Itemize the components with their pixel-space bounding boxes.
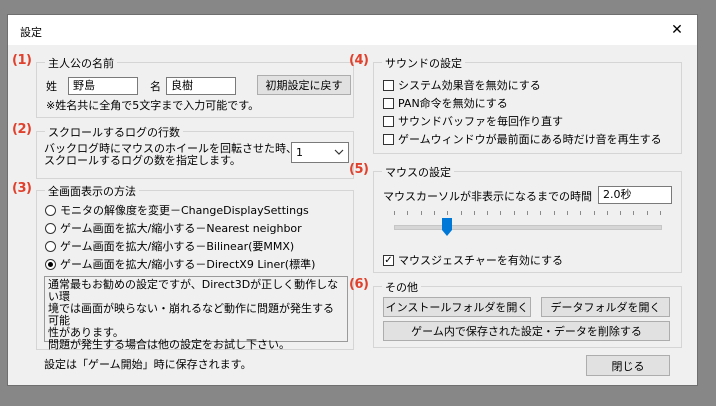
sound-option-3[interactable]: ゲームウィンドウが最前面にある時だけ音を再生する [383,131,662,147]
fullscreen-option-0-label: モニタの解像度を変更－ChangeDisplaySettings [60,204,309,217]
cursor-hide-value: 2.0秒 [598,186,672,204]
slider-tick [474,211,475,215]
slider-tick [633,211,634,215]
desc-line-3: 問題が発生する場合は他の設定をお試し下さい。 [48,338,290,351]
slider-tick [554,211,555,215]
mouse-gesture-checkbox[interactable]: ✓ [383,254,394,266]
scroll-desc-line1: バックログ時にマウスのホイールを回転させた時、 [44,142,297,155]
slider-tick [447,211,448,215]
name-group: 主人公の名前 [36,55,354,118]
open-data-folder-button[interactable]: データフォルダを開く [541,297,670,317]
sound-option-2[interactable]: サウンドバッファを毎回作り直す [383,113,563,129]
slider-tick [394,211,395,215]
fullscreen-option-3-label: ゲーム画面を拡大/縮小する－DirectX9 Liner(標準) [60,258,316,271]
sound-option-3-label: ゲームウィンドウが最前面にある時だけ音を再生する [398,133,662,146]
slider-tick [514,211,515,215]
slider-thumb[interactable] [442,218,452,236]
mouse-gesture-label: マウスジェスチャーを有効にする [398,254,563,267]
scroll-lines-select[interactable]: 1 [291,142,349,163]
sound-option-0-label: システム効果音を無効にする [398,79,541,92]
section-5-number: (5) [349,162,369,177]
slider-tick [660,211,661,215]
open-install-folder-button[interactable]: インストールフォルダを開く [383,297,531,317]
desc-line-0: 通常最もお勧めの設定ですが、Direct3Dが正しく動作しない環 [48,278,339,303]
sound-option-1-label: PAN命令を無効にする [398,97,508,110]
cursor-hide-label: マウスカーソルが非表示になるまでの時間 [383,190,592,203]
given-name-input[interactable]: 良樹 [166,77,236,95]
given-name-label: 名 [150,80,161,93]
radio-0[interactable] [45,204,56,216]
checkbox-0[interactable] [383,79,394,91]
slider-track [394,225,662,230]
close-icon: ✕ [671,22,683,38]
section-1-number: (1) [12,53,32,68]
scroll-group-title: スクロールするログの行数 [45,124,183,140]
slider-tick [421,211,422,215]
chevron-down-icon [334,149,344,155]
slider-tick [594,211,595,215]
fullscreen-group: 全画面表示の方法 [36,183,354,350]
surname-label: 姓 [46,80,57,93]
fullscreen-option-2[interactable]: ゲーム画面を拡大/縮小する－Bilinear(要MMX) [45,238,294,254]
footer-note: 設定は「ゲーム開始」時に保存されます。 [44,358,252,371]
radio-1[interactable] [45,222,56,234]
slider-tick [407,211,408,215]
mouse-group-title: マウスの設定 [382,164,454,180]
reset-name-button[interactable]: 初期設定に戻す [257,75,351,95]
section-2-number: (2) [12,122,32,137]
surname-input[interactable]: 野島 [68,77,138,95]
delete-saved-data-button[interactable]: ゲーム内で保存された設定・データを削除する [383,321,670,341]
slider-tick [500,211,501,215]
checkbox-3[interactable] [383,133,394,145]
section-3-number: (3) [12,181,32,196]
fullscreen-description: 通常最もお勧めの設定ですが、Direct3Dが正しく動作しない環 境では画面が映… [44,276,348,351]
fullscreen-option-0[interactable]: モニタの解像度を変更－ChangeDisplaySettings [45,202,309,218]
sound-group: サウンドの設定 [373,55,682,154]
slider-tick [434,211,435,215]
fullscreen-option-2-label: ゲーム画面を拡大/縮小する－Bilinear(要MMX) [60,240,295,253]
slider-tick [580,211,581,215]
fullscreen-option-1-label: ゲーム画面を拡大/縮小する－Nearest neighbor [60,222,302,235]
fullscreen-group-title: 全画面表示の方法 [45,183,139,199]
title-bar: 設定 ✕ [8,15,697,45]
fullscreen-option-3[interactable]: ゲーム画面を拡大/縮小する－DirectX9 Liner(標準) [45,256,315,272]
desc-line-2: 性があります。 [48,326,124,339]
mouse-gesture-option[interactable]: ✓ マウスジェスチャーを有効にする [383,252,563,268]
radio-3-selected[interactable] [45,258,56,270]
scroll-desc-line2: スクロールするログの数を指定します。 [44,154,241,167]
close-window-button[interactable]: ✕ [657,15,697,45]
scroll-lines-value: 1 [296,146,303,159]
scroll-group: スクロールするログの行数 [36,124,354,179]
radio-2[interactable] [45,240,56,252]
sound-group-title: サウンドの設定 [382,55,465,71]
slider-tick [461,211,462,215]
slider-tick [607,211,608,215]
sound-option-2-label: サウンドバッファを毎回作り直す [398,115,563,128]
slider-tick [620,211,621,215]
name-note: ※姓名共に全角で5文字まで入力可能です。 [46,99,260,112]
sound-option-1[interactable]: PAN命令を無効にする [383,95,508,111]
window-title: 設定 [20,26,42,39]
cursor-hide-slider[interactable] [388,210,666,238]
slider-tick [527,211,528,215]
name-group-title: 主人公の名前 [45,55,117,71]
sound-option-0[interactable]: システム効果音を無効にする [383,77,541,93]
slider-tick [647,211,648,215]
checkbox-1[interactable] [383,97,394,109]
other-group-title: その他 [382,279,421,295]
slider-tick [487,211,488,215]
slider-tick [567,211,568,215]
settings-window: 設定 ✕ (1) 主人公の名前 姓 野島 名 良樹 初期設定に戻す ※姓名共に全… [7,14,698,386]
section-6-number: (6) [349,277,369,292]
slider-tick [540,211,541,215]
other-group: その他 [373,279,682,348]
checkbox-2[interactable] [383,115,394,127]
fullscreen-option-1[interactable]: ゲーム画面を拡大/縮小する－Nearest neighbor [45,220,302,236]
mouse-group: マウスの設定 [373,164,682,273]
desc-line-1: 境では画面が映らない・崩れるなど動作に問題が発生する可能 [48,302,334,327]
section-4-number: (4) [349,53,369,68]
close-button[interactable]: 閉じる [586,355,670,376]
